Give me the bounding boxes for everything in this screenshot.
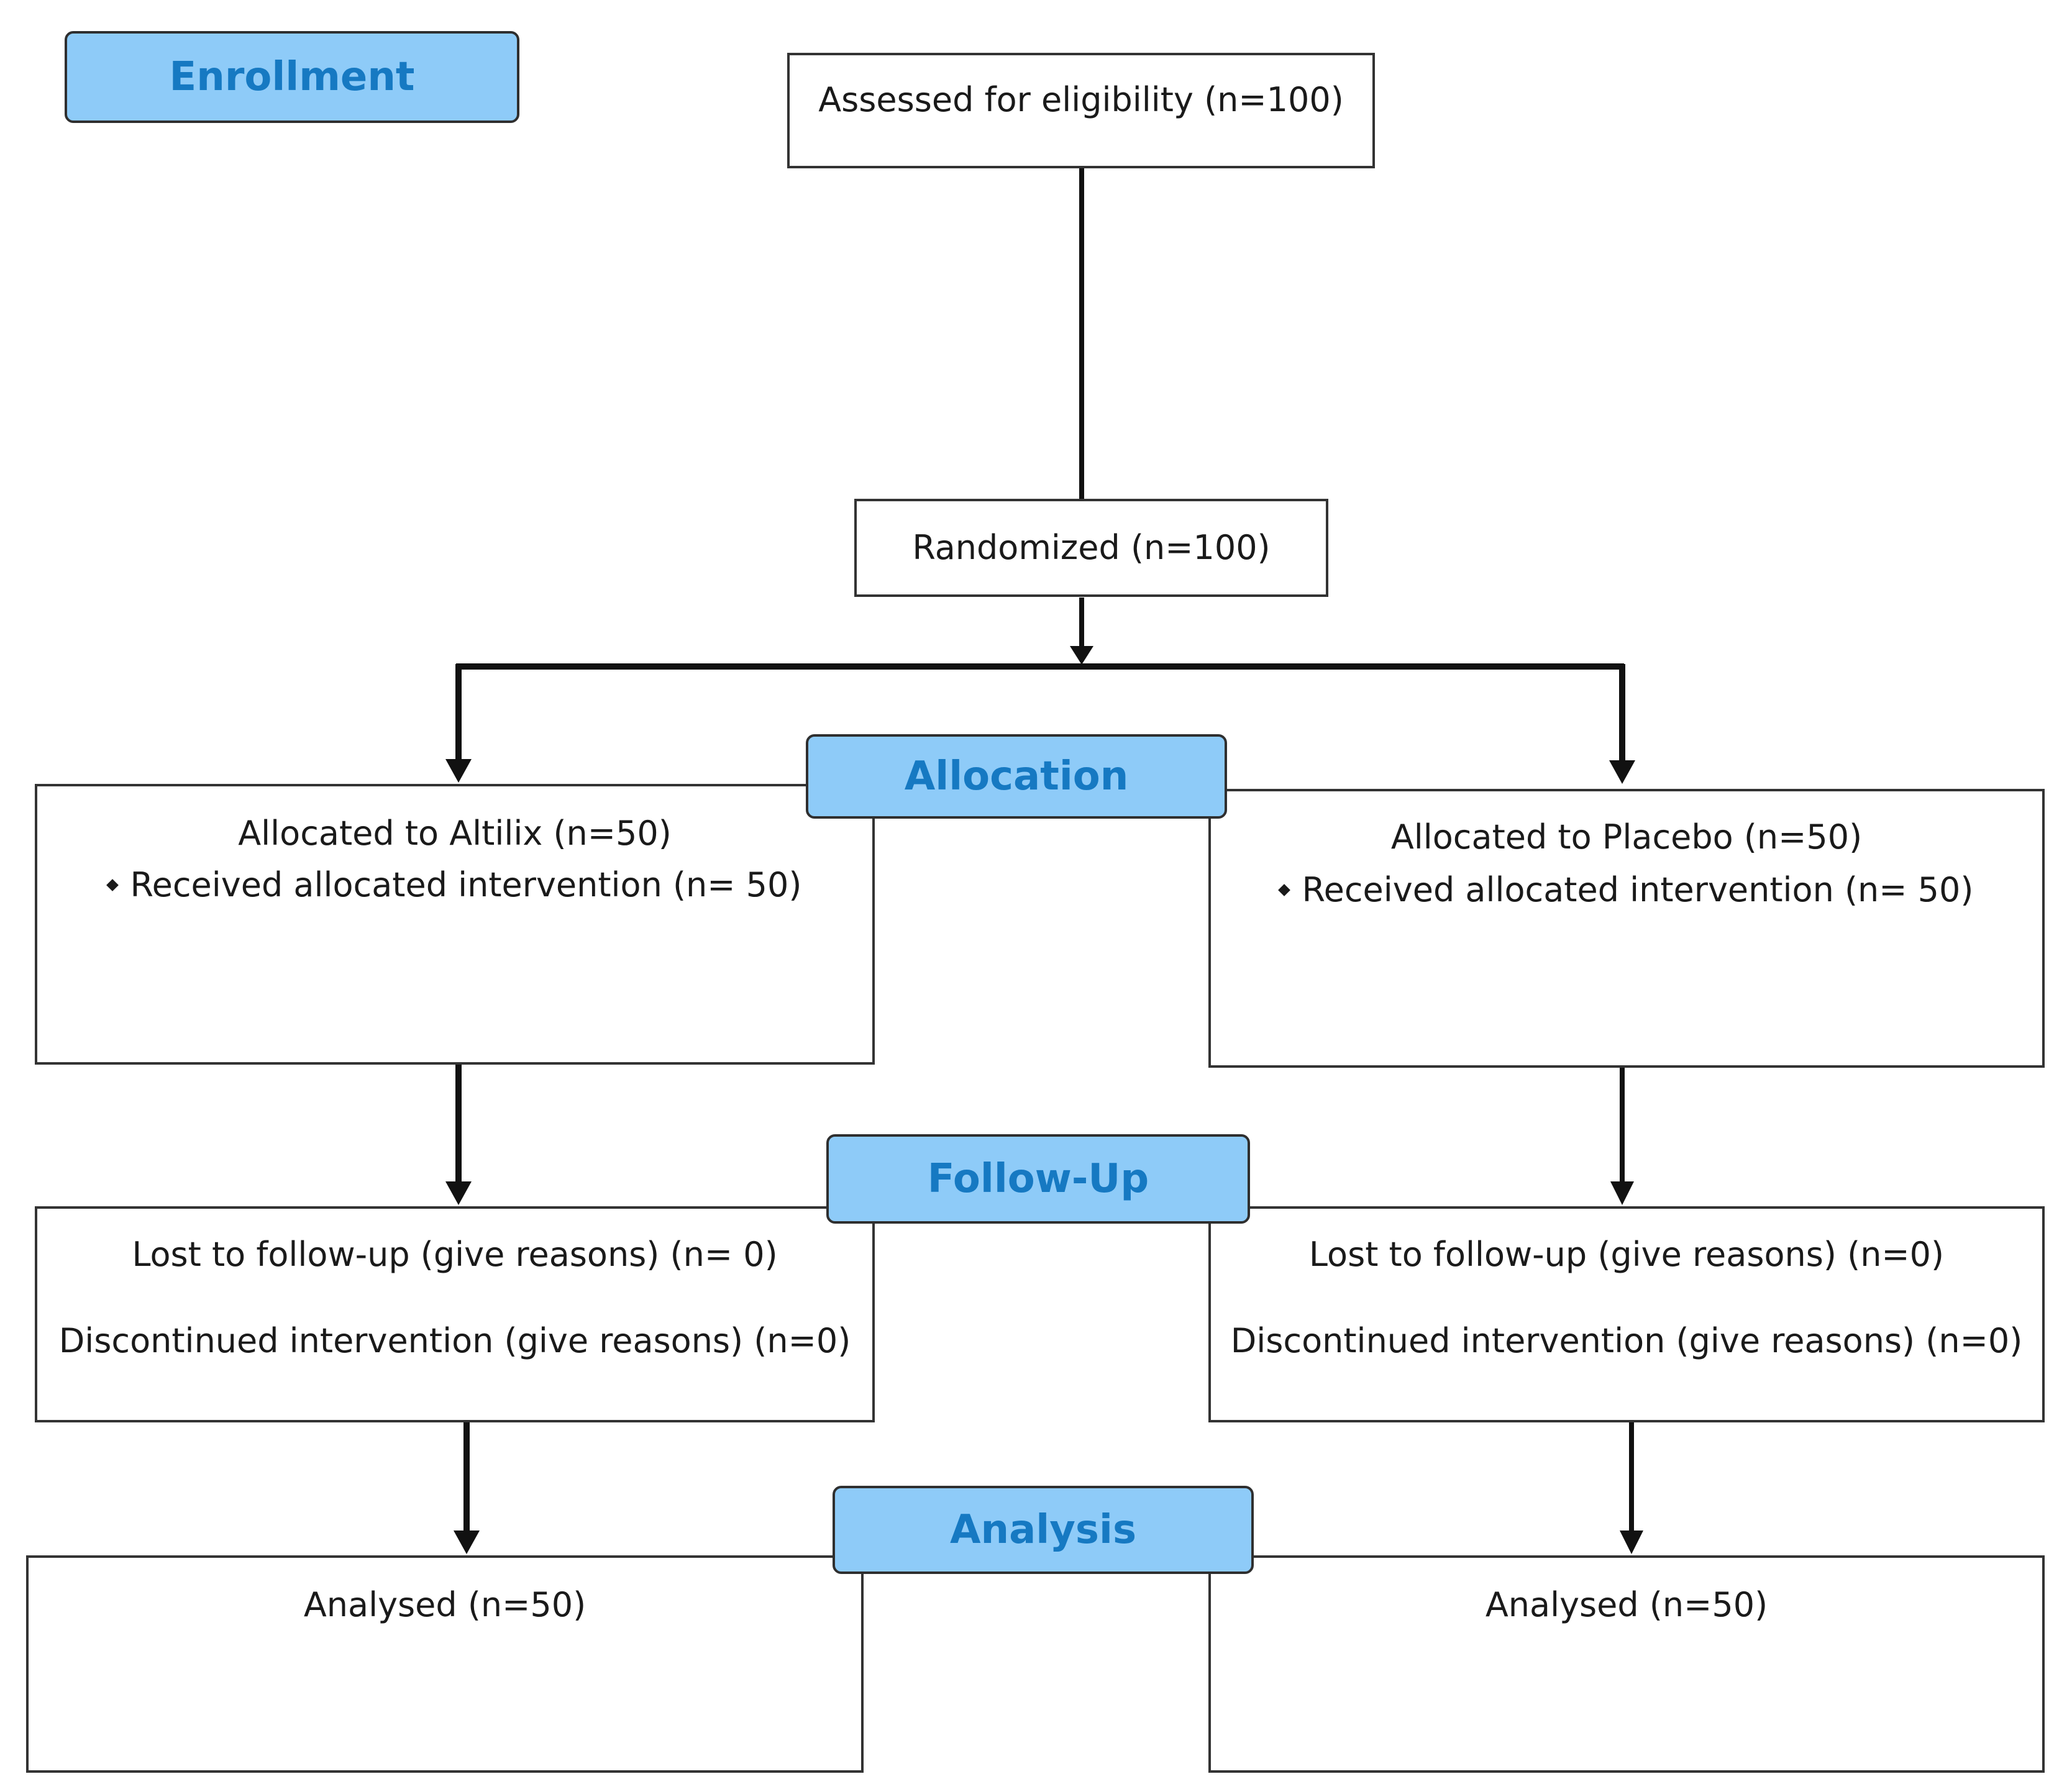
left-discontinued-text: Discontinued intervention (give reasons)… — [58, 1321, 851, 1360]
box-assessed-eligibility: Assessed for eligibility (n=100) — [787, 53, 1375, 168]
stage-label-analysis: Analysis — [833, 1486, 1254, 1574]
right-allocated-text: Allocated to Placebo (n=50) — [1390, 817, 1863, 857]
bullet-icon — [1277, 884, 1290, 897]
randomized-text: Randomized (n=100) — [912, 527, 1271, 567]
box-randomized: Randomized (n=100) — [854, 499, 1328, 597]
stage-label-follow-up: Follow-Up — [826, 1134, 1250, 1224]
arrow-left-allocation — [445, 759, 472, 783]
box-left-allocation: Allocated to Altilix (n=50) Received all… — [35, 784, 875, 1065]
bullet-icon — [106, 879, 119, 892]
arrow-left-followup — [445, 1181, 472, 1205]
left-analysed-text: Analysed (n=50) — [303, 1585, 586, 1624]
arrow-right-analysis — [1620, 1530, 1643, 1554]
arrow-left-analysis — [454, 1530, 480, 1554]
right-analysed-text: Analysed (n=50) — [1485, 1585, 1768, 1624]
left-received-text: Received allocated intervention (n= 50) — [130, 865, 802, 904]
left-received-item: Received allocated intervention (n= 50) — [37, 865, 872, 906]
right-lost-text: Lost to follow-up (give reasons) (n=0) — [1308, 1235, 1945, 1274]
arrow-right-followup — [1610, 1181, 1634, 1205]
stage-label-analysis-text: Analysis — [949, 1507, 1137, 1553]
arrow-right-allocation — [1609, 760, 1635, 784]
right-received-text: Received allocated intervention (n= 50) — [1302, 870, 1974, 909]
left-allocated-text: Allocated to Altilix (n=50) — [238, 814, 672, 853]
box-left-followup: Lost to follow-up (give reasons) (n= 0) … — [35, 1206, 875, 1422]
stage-label-allocation: Allocation — [806, 734, 1227, 819]
stage-label-follow-up-text: Follow-Up — [927, 1156, 1149, 1202]
stage-label-enrollment: Enrollment — [65, 31, 519, 123]
box-right-analysis: Analysed (n=50) — [1208, 1555, 2045, 1773]
left-lost-text: Lost to follow-up (give reasons) (n= 0) — [132, 1235, 778, 1274]
assessed-eligibility-text: Assessed for eligibility (n=100) — [818, 80, 1344, 119]
stage-label-enrollment-text: Enrollment — [169, 54, 415, 100]
right-discontinued-text: Discontinued intervention (give reasons)… — [1230, 1321, 2023, 1360]
box-right-allocation: Allocated to Placebo (n=50) Received all… — [1208, 789, 2045, 1068]
box-right-followup: Lost to follow-up (give reasons) (n=0) D… — [1208, 1206, 2045, 1422]
arrow-randomized-split — [1070, 646, 1093, 665]
right-received-item: Received allocated intervention (n= 50) — [1211, 870, 2042, 911]
stage-label-allocation-text: Allocation — [904, 753, 1129, 799]
box-left-analysis: Analysed (n=50) — [26, 1555, 864, 1773]
